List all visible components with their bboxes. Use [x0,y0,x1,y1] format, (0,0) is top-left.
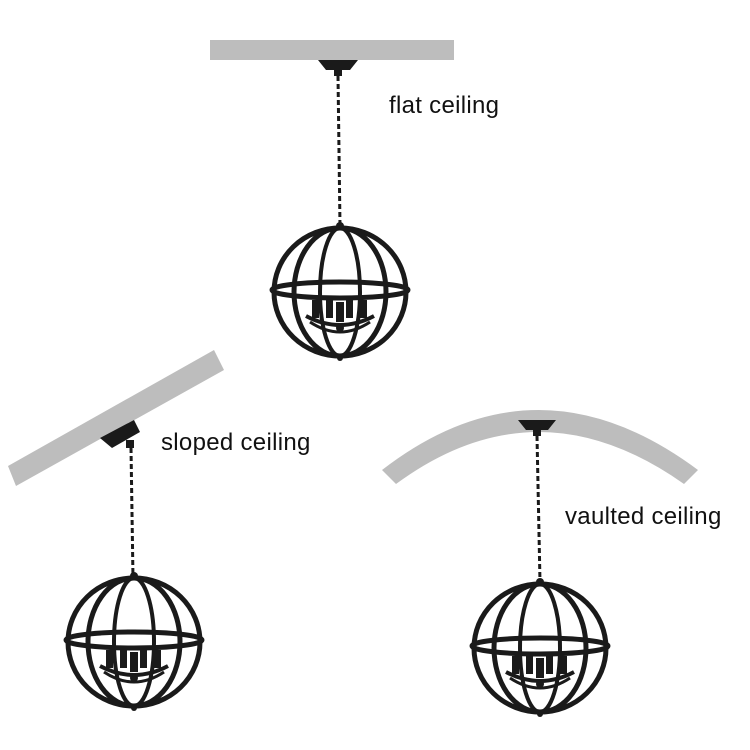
canopy-icon [518,420,556,430]
sloped-ceiling-label: sloped ceiling [161,429,311,456]
flat-ceiling-scene [210,40,454,361]
vaulted-ceiling-label: vaulted ceiling [565,503,722,530]
chain-icon [535,435,542,583]
flat-ceiling-bar [210,40,454,60]
canopy-icon [318,60,358,70]
canopy-icon [100,420,140,448]
chain-icon [336,75,342,227]
vaulted-ceiling-scene [382,410,698,717]
vaulted-ceiling-arc [382,410,698,484]
flat-ceiling-label: flat ceiling [389,92,500,119]
sloped-ceiling-scene [8,350,224,711]
sloped-ceiling-bar [8,350,224,486]
chain-icon [129,447,135,579]
